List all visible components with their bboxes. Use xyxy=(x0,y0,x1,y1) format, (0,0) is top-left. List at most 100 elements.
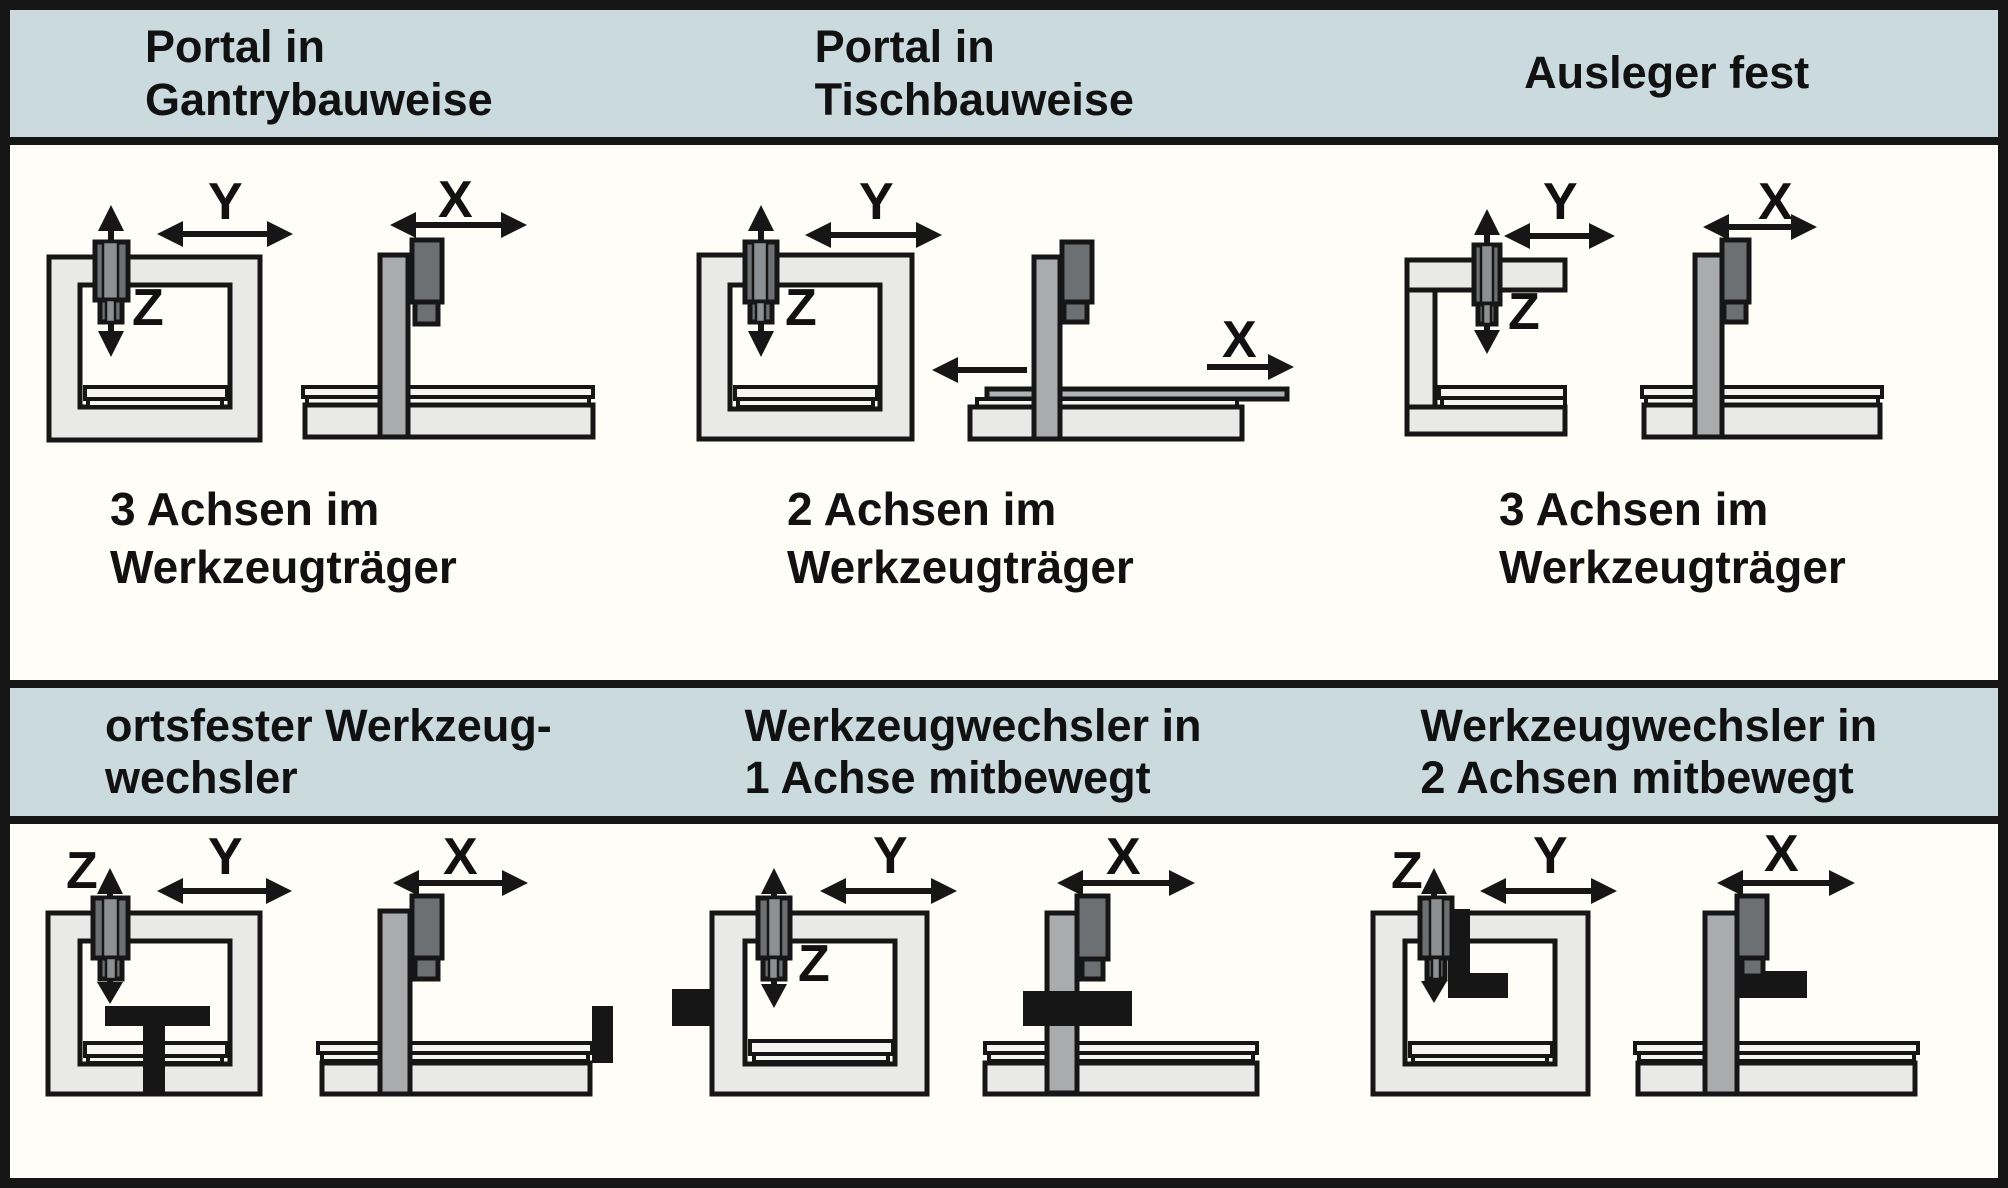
x-axis-arrow xyxy=(1717,870,1855,896)
ausleger-front-view: Y Z xyxy=(1404,173,1615,437)
x-axis-label: X xyxy=(1764,826,1799,883)
z-axis-label: Z xyxy=(1508,283,1540,341)
spindle xyxy=(1059,239,1095,325)
caption-tisch: 2 Achsen im Werkzeugträger xyxy=(787,483,1134,593)
x-axis-label: X xyxy=(1758,173,1793,231)
machine-base xyxy=(302,402,596,440)
spindle xyxy=(409,893,445,982)
spindle xyxy=(755,895,793,982)
z-axis-label: Z xyxy=(132,279,164,337)
y-axis-arrow xyxy=(157,878,292,904)
spindle xyxy=(1719,237,1752,325)
tool-changer-block xyxy=(592,1006,613,1063)
column xyxy=(1692,252,1725,440)
tisch-drawing: Y Z xyxy=(696,173,1294,442)
z-axis-label: Z xyxy=(66,842,98,900)
panel-tisch: Y Z xyxy=(670,145,1337,680)
gantry-drawing: Y Z X xyxy=(46,171,596,443)
table-strip xyxy=(86,397,224,409)
tisch-side-view: X xyxy=(932,239,1294,442)
spindle xyxy=(1471,242,1503,327)
gantry-front-view: Y Z xyxy=(46,173,293,443)
header-wechsler-1-achse: Werkzeugwechsler in 1 Achse mitbewegt xyxy=(744,699,1202,803)
table-strip xyxy=(1440,396,1567,409)
x-axis-arrow xyxy=(1703,214,1817,240)
y-axis-arrow xyxy=(805,222,942,248)
caption-ausleger: 3 Achsen im Werkzeugträger xyxy=(1499,483,1846,593)
diagram-row2: Y Z xyxy=(10,824,1998,1178)
x-axis-arrow xyxy=(1057,870,1195,896)
tool-changer-l-arm xyxy=(1448,909,1508,998)
spindle xyxy=(1417,895,1455,982)
machine-base xyxy=(1404,404,1568,437)
wechsler2-front-view: Y Z xyxy=(1370,827,1617,1097)
ortsfest-side-view: X xyxy=(316,828,613,1097)
machine-base xyxy=(1635,1060,1918,1097)
table-left-arrow xyxy=(932,357,1027,383)
header-ausleger-fest: Ausleger fest xyxy=(1524,47,1810,99)
machine-base xyxy=(982,1060,1260,1097)
column xyxy=(1702,910,1740,1097)
spindle xyxy=(409,237,445,327)
wechsler1-front-view: Y Z xyxy=(672,827,957,1097)
ortsfest-front-view: Y Z xyxy=(45,828,292,1097)
y-axis-arrow xyxy=(820,878,957,904)
y-axis-label: Y xyxy=(208,828,243,886)
y-axis-label: Y xyxy=(859,173,894,231)
x-axis-label: X xyxy=(1222,311,1257,369)
machine-base xyxy=(319,1060,593,1097)
panel-ausleger: Y Z X xyxy=(1337,145,1998,680)
title-band-row1: Portal in Gantrybauweise Portal in Tisch… xyxy=(10,10,1998,145)
tool-changer-slab xyxy=(1023,991,1132,1026)
title-band-row2: ortsfester Werkzeug- wechsler Werkzeugwe… xyxy=(10,680,1998,824)
spindle xyxy=(1734,893,1770,979)
table-strip xyxy=(752,1052,890,1064)
z-axis-label: Z xyxy=(798,935,830,993)
z-axis-arrow xyxy=(1421,868,1447,1003)
table-strip xyxy=(320,1051,590,1063)
spindle xyxy=(90,895,131,982)
wechsler2-side-view: X xyxy=(1633,826,1920,1097)
y-axis-label: Y xyxy=(1533,827,1568,885)
wechsler2-drawing: Y Z xyxy=(1370,826,1920,1097)
column xyxy=(1031,254,1063,442)
table-strip xyxy=(736,397,875,409)
z-axis-arrow xyxy=(748,205,774,357)
x-axis-arrow xyxy=(390,212,527,238)
column xyxy=(377,908,413,1097)
panel-gantry: Y Z X xyxy=(10,145,670,680)
machine-base xyxy=(967,404,1245,442)
spindle xyxy=(1074,893,1111,982)
x-axis-label: X xyxy=(443,828,478,886)
x-axis-arrow xyxy=(1207,354,1294,380)
tisch-front-view: Y Z xyxy=(696,173,942,442)
table-strip xyxy=(987,1051,1255,1063)
wechsler1-drawing: Y Z xyxy=(672,827,1260,1097)
y-axis-arrow xyxy=(1504,223,1615,249)
tool-changer-stand xyxy=(105,1006,210,1094)
caption-gantry: 3 Achsen im Werkzeugträger xyxy=(110,483,457,593)
table-strip xyxy=(1637,1051,1916,1063)
header-portal-tisch: Portal in Tischbauweise xyxy=(814,21,1134,125)
wechsler1-side-view: X xyxy=(982,828,1260,1097)
x-axis-arrow xyxy=(393,870,528,896)
gantry-side-view: X xyxy=(301,171,596,440)
y-axis-label: Y xyxy=(208,173,243,231)
diagram-row1: Y Z X xyxy=(10,145,1998,680)
column xyxy=(377,252,411,440)
z-axis-label: Z xyxy=(1391,842,1423,900)
y-axis-label: Y xyxy=(873,827,908,885)
machine-base xyxy=(1641,402,1883,440)
ausleger-side-view: X xyxy=(1640,173,1884,440)
panel-wechsler-2-achsen: Y Z xyxy=(1330,824,1998,1178)
header-ortsfester-wechsler: ortsfester Werkzeug- wechsler xyxy=(105,699,552,803)
header-portal-gantry: Portal in Gantrybauweise xyxy=(145,21,493,125)
header-wechsler-2-achsen: Werkzeugwechsler in 2 Achsen mitbewegt xyxy=(1420,699,1878,803)
y-axis-arrow xyxy=(157,221,293,247)
spindle xyxy=(92,239,131,325)
panel-wechsler-1-achse: Y Z xyxy=(670,824,1330,1178)
x-axis-label: X xyxy=(438,171,473,229)
y-axis-arrow xyxy=(1480,878,1617,904)
tool-changer-block xyxy=(672,989,714,1026)
